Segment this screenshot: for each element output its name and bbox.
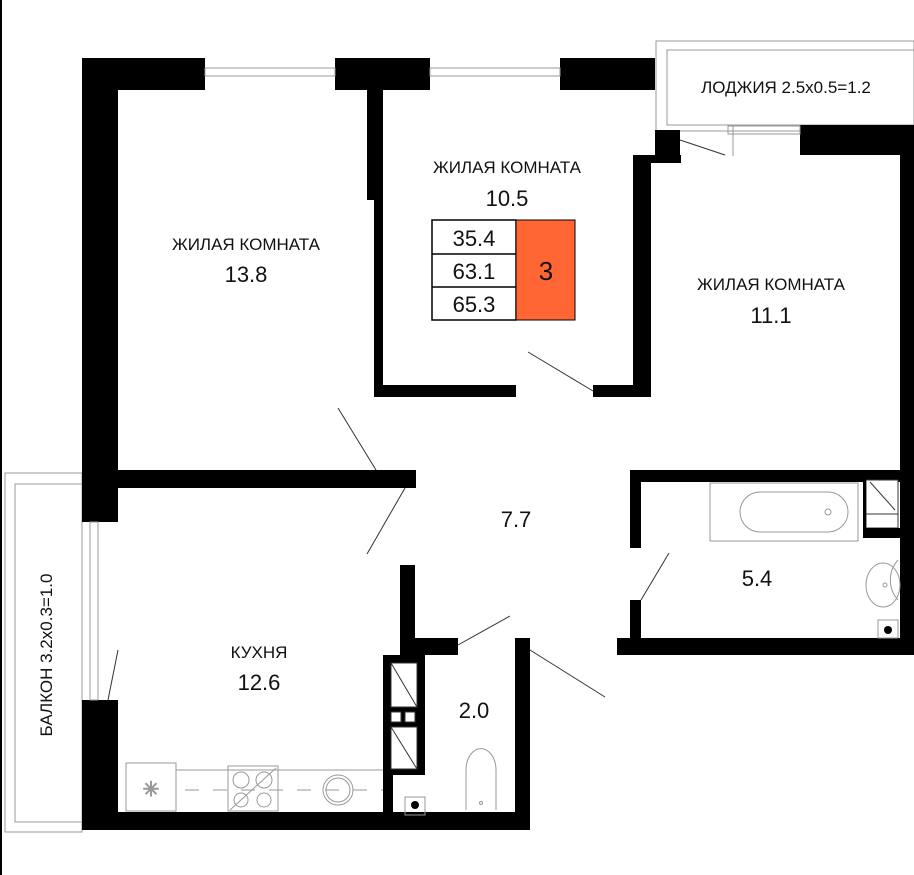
- room-count-badge: [515, 219, 576, 321]
- loggia-label: ЛОДЖИЯ 2.5x0.5=1.2: [701, 78, 871, 97]
- room-area-bathroom: 5.4: [742, 566, 773, 591]
- shafts: [390, 479, 899, 770]
- room-area-wc: 2.0: [459, 698, 490, 723]
- balcony-label: БАЛКОН 3.2x0.3=1.0: [37, 574, 56, 737]
- living-area-value: 35.4: [453, 226, 496, 251]
- frame-edge: [0, 0, 2, 875]
- total-area-value: 63.1: [453, 259, 496, 284]
- room-area-living-1: 13.8: [225, 262, 268, 287]
- room-area-living-3: 11.1: [750, 303, 791, 328]
- toilet-icon: [465, 748, 497, 810]
- room-area-hall: 7.7: [501, 507, 532, 532]
- fan-icon: ✳: [143, 779, 160, 801]
- area-summary-box: 35.4 63.1 65.3 3: [431, 219, 576, 321]
- room-area-living-2: 10.5: [486, 186, 529, 211]
- walls: [82, 58, 914, 830]
- room-area-kitchen: 12.6: [238, 670, 281, 695]
- door-swings: [107, 351, 670, 701]
- loggia: ЛОДЖИЯ 2.5x0.5=1.2: [655, 40, 914, 158]
- bathtub-icon: [709, 482, 859, 542]
- room-count-value: 3: [539, 256, 553, 286]
- kitchen-counter: ✳: [125, 762, 383, 812]
- room-name-living-3: ЖИЛАЯ КОМНАТА: [697, 275, 846, 294]
- balcony: БАЛКОН 3.2x0.3=1.0: [4, 472, 83, 833]
- floor-drain-icon: [877, 619, 899, 639]
- room-name-kitchen: КУХНЯ: [231, 643, 288, 662]
- drain-icon: [404, 796, 426, 816]
- sink-icon: [865, 559, 901, 608]
- total-with-outdoor-value: 65.3: [453, 292, 496, 317]
- windows: [89, 67, 561, 701]
- room-name-living-2: ЖИЛАЯ КОМНАТА: [433, 158, 582, 177]
- room-name-living-1: ЖИЛАЯ КОМНАТА: [172, 235, 321, 254]
